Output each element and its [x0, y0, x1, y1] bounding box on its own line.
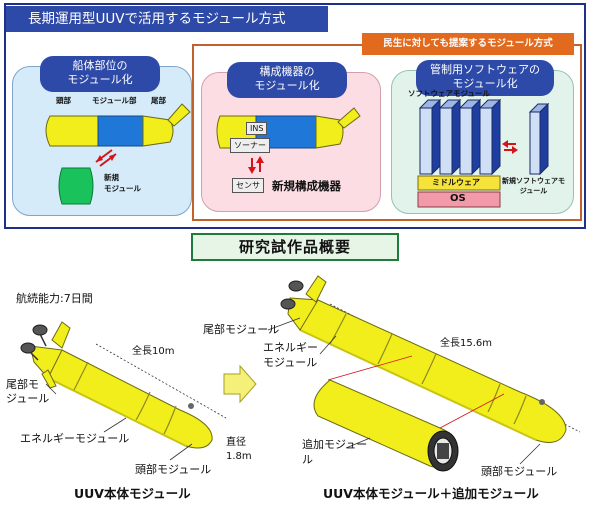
software-module-label: ソフトウェアモジュール: [408, 89, 490, 98]
left-caption: UUV本体モジュール: [74, 486, 191, 501]
additional-module-label: 追加モジュー ル: [302, 438, 368, 466]
software-caption: 管制用ソフトウェアの モジュール化: [416, 60, 554, 96]
right-energy-label: エネルギー モジュール: [263, 341, 318, 369]
new-software-label: 新規ソフトウェアモ ジュール: [502, 177, 565, 195]
new-module-label: 新規 モジュール: [104, 173, 141, 193]
civil-label: 民生に対しても提案するモジュール方式: [362, 33, 574, 55]
left-tail-label: 尾部モ ジュール: [6, 378, 50, 405]
new-equipment-label: 新規構成機器: [272, 179, 341, 193]
diameter-label: 直径 1.8m: [226, 437, 252, 462]
length-15-6m-label: 全長15.6m: [440, 338, 493, 349]
right-caption: UUV本体モジュール＋追加モジュール: [323, 486, 539, 501]
left-head-label: 頭部モジュール: [135, 463, 212, 476]
length-10m-label: 全長10m: [132, 346, 175, 357]
sonar-box: ソーナー: [230, 138, 270, 153]
hull-module-label: モジュール部: [92, 96, 137, 105]
left-energy-label: エネルギーモジュール: [20, 432, 130, 445]
hull-tail-label: 尾部: [151, 96, 166, 105]
equipment-caption: 構成機器の モジュール化: [227, 62, 347, 98]
hull-caption: 船体部位の モジュール化: [40, 56, 160, 92]
endurance-label: 航続能力:7日間: [16, 292, 93, 305]
middleware-label: ミドルウェア: [432, 178, 480, 187]
top-title: 長期運用型UUVで活用するモジュール方式: [6, 6, 328, 32]
section-heading: 研究試作品概要: [191, 233, 399, 261]
os-label: OS: [450, 193, 466, 204]
sensor-box: センサ: [232, 178, 264, 193]
hull-head-label: 頭部: [56, 96, 71, 105]
right-tail-label: 尾部モジュール: [203, 323, 280, 336]
right-head-label: 頭部モジュール: [481, 465, 558, 478]
ins-box: INS: [246, 122, 268, 135]
